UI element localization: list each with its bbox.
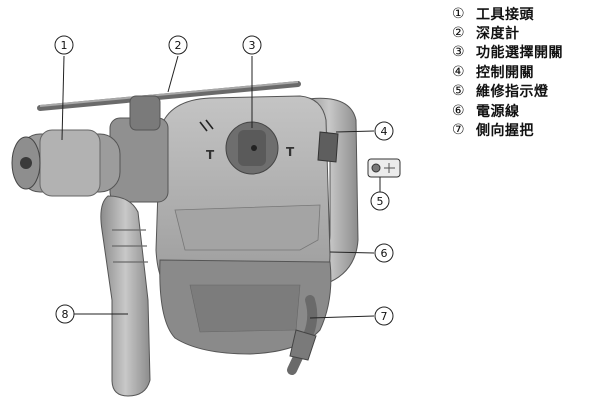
callout-leaders (61, 55, 381, 319)
legend-label: 深度計 (476, 26, 520, 43)
callout-8: 8 (55, 304, 75, 324)
selector-mark-left: T (206, 148, 215, 162)
svg-text:6: 6 (381, 247, 388, 260)
legend-item: ⑦ 側向握把 (452, 120, 600, 139)
service-indicator-lamp (367, 158, 401, 178)
callout-1: 1 (54, 35, 74, 55)
motor-case (159, 259, 332, 355)
svg-text:1: 1 (61, 39, 68, 52)
legend-item: ⑤ 維修指示燈 (452, 82, 600, 101)
legend-label: 維修指示燈 (476, 84, 549, 101)
parts-legend: ① 工具接頭 ② 深度計 ③ 功能選擇開關 ④ 控制開關 ⑤ 維修指示燈 ⑥ 電… (452, 4, 600, 140)
legend-item: ⑥ 電源線 (452, 101, 600, 120)
legend-item: ① 工具接頭 (452, 4, 600, 23)
legend-number: ② (452, 25, 465, 42)
callout-4: 4 (374, 121, 394, 141)
callout-7: 7 (374, 306, 394, 326)
legend-item: ④ 控制開關 (452, 62, 600, 81)
svg-text:8: 8 (62, 308, 69, 321)
svg-text:5: 5 (377, 195, 384, 208)
legend-number: ⑦ (452, 122, 465, 139)
callout-3: 3 (242, 35, 262, 55)
legend-label: 工具接頭 (476, 6, 534, 23)
svg-text:7: 7 (381, 310, 388, 323)
tool-holder (11, 129, 121, 197)
legend-item: ② 深度計 (452, 23, 600, 42)
callout-5: 5 (370, 191, 390, 211)
callout-2: 2 (168, 35, 188, 55)
power-cord (287, 295, 318, 375)
selector-mark-right: T (286, 145, 295, 159)
svg-text:4: 4 (381, 125, 388, 138)
legend-number: ⑥ (452, 102, 465, 119)
trigger-switch (317, 131, 339, 163)
legend-number: ① (452, 5, 465, 22)
legend-number: ④ (452, 63, 465, 80)
legend-label: 功能選擇開關 (476, 45, 563, 62)
legend-number: ③ (452, 44, 465, 61)
legend-number: ⑤ (452, 83, 465, 100)
function-selector-dial: T T (199, 119, 295, 175)
svg-text:3: 3 (249, 39, 256, 52)
gear-head (109, 95, 169, 203)
legend-label: 側向握把 (476, 123, 534, 140)
svg-text:2: 2 (175, 39, 182, 52)
side-handle (100, 195, 151, 397)
legend-label: 控制開關 (476, 64, 534, 81)
callout-6: 6 (374, 243, 394, 263)
legend-item: ③ 功能選擇開關 (452, 43, 600, 62)
depth-gauge-rod (37, 81, 301, 111)
motor-housing (155, 95, 331, 301)
legend-label: 電源線 (476, 103, 520, 120)
